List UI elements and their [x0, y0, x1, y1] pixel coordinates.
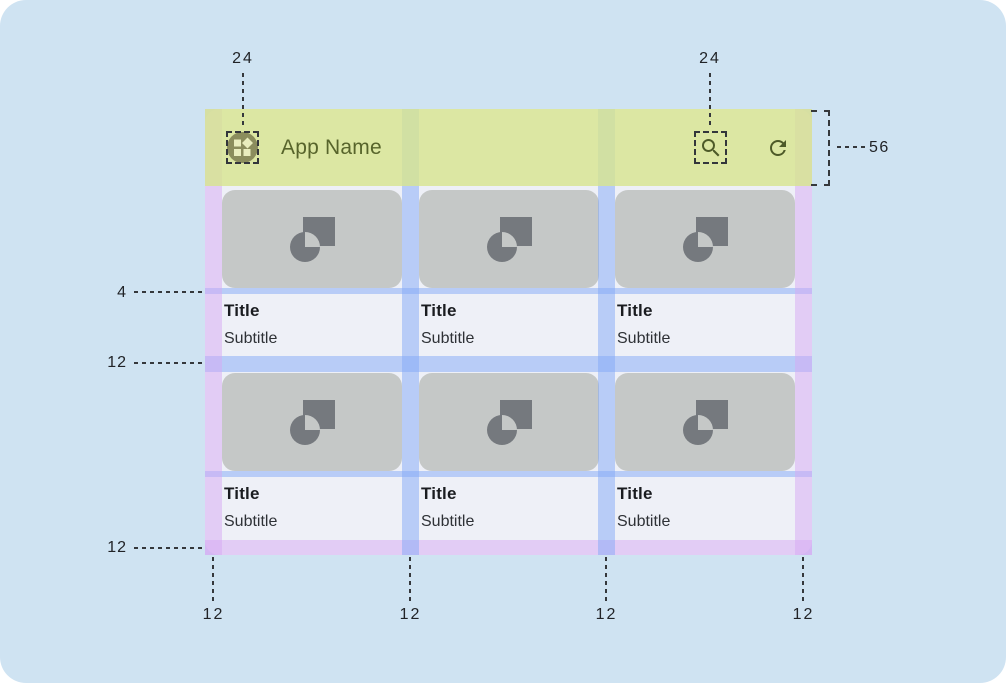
- card-title: Title: [617, 301, 653, 320]
- measure-label-gutter-1: 12: [399, 606, 422, 623]
- image-placeholder-icon: [487, 400, 532, 445]
- measure-line: [242, 73, 244, 129]
- app-launcher-icon[interactable]: [227, 132, 258, 163]
- card-subtitle: Subtitle: [224, 513, 278, 530]
- measure-label-action-icon: 24: [699, 50, 721, 67]
- app-name-label: App Name: [281, 135, 382, 159]
- spacing-band-4dp-row2: [205, 471, 812, 477]
- card-image-placeholder: [615, 373, 795, 471]
- image-placeholder-icon: [683, 400, 728, 445]
- measure-label-app-bar-height: 56: [869, 139, 890, 156]
- measure-label-row-spacing: 12: [107, 354, 127, 371]
- bottom-margin-band: [205, 540, 812, 555]
- card-title: Title: [617, 484, 653, 503]
- measure-label-right-margin: 12: [792, 606, 815, 623]
- measure-line: [134, 291, 205, 293]
- measure-label-left-margin: 12: [202, 606, 225, 623]
- card-image-placeholder: [222, 373, 402, 471]
- measure-line: [134, 362, 205, 364]
- card[interactable]: Title Subtitle: [615, 190, 795, 356]
- card-image-placeholder: [615, 190, 795, 288]
- measure-label-image-text-gap: 4: [117, 284, 127, 301]
- card-subtitle: Subtitle: [421, 330, 475, 347]
- image-placeholder-icon: [290, 400, 335, 445]
- card[interactable]: Title Subtitle: [615, 373, 795, 539]
- card-title: Title: [224, 301, 260, 320]
- card-subtitle: Subtitle: [421, 513, 475, 530]
- card[interactable]: Title Subtitle: [222, 373, 402, 539]
- measure-label-gutter-2: 12: [595, 606, 618, 623]
- measure-line: [134, 547, 205, 549]
- card-subtitle: Subtitle: [224, 330, 278, 347]
- measure-label-app-icon: 24: [232, 50, 254, 67]
- search-icon-measure-box: [694, 131, 727, 164]
- card[interactable]: Title Subtitle: [419, 190, 599, 356]
- app-mockup: Title Subtitle Title Subtitle Title Subt…: [205, 109, 812, 555]
- gutter-strip-1: [402, 109, 419, 555]
- spacing-band-12dp-rows: [205, 356, 812, 372]
- top-app-bar-content: App Name: [205, 109, 812, 186]
- right-margin-strip: [795, 109, 812, 555]
- card-image-placeholder: [222, 190, 402, 288]
- measure-line: [837, 146, 865, 148]
- card-title: Title: [224, 484, 260, 503]
- gutter-strip-2: [598, 109, 615, 555]
- card-subtitle: Subtitle: [617, 330, 671, 347]
- image-placeholder-icon: [487, 217, 532, 262]
- card-subtitle: Subtitle: [617, 513, 671, 530]
- measure-line: [409, 557, 411, 602]
- app-icon-measure-box: [226, 131, 259, 164]
- spacing-band-4dp-row1: [205, 288, 812, 294]
- image-placeholder-icon: [683, 217, 728, 262]
- image-placeholder-icon: [290, 217, 335, 262]
- card-title: Title: [421, 301, 457, 320]
- measure-label-bottom-margin: 12: [107, 539, 127, 556]
- card-image-placeholder: [419, 373, 599, 471]
- measure-line: [802, 557, 804, 602]
- measure-line: [212, 557, 214, 602]
- measure-line: [709, 73, 711, 129]
- card-title: Title: [421, 484, 457, 503]
- card-image-placeholder: [419, 190, 599, 288]
- card[interactable]: Title Subtitle: [419, 373, 599, 539]
- left-margin-strip: [205, 109, 222, 555]
- search-icon[interactable]: [699, 136, 723, 160]
- app-bar-height-bracket: [811, 110, 830, 186]
- card[interactable]: Title Subtitle: [222, 190, 402, 356]
- refresh-icon[interactable]: [766, 136, 790, 160]
- measure-line: [605, 557, 607, 602]
